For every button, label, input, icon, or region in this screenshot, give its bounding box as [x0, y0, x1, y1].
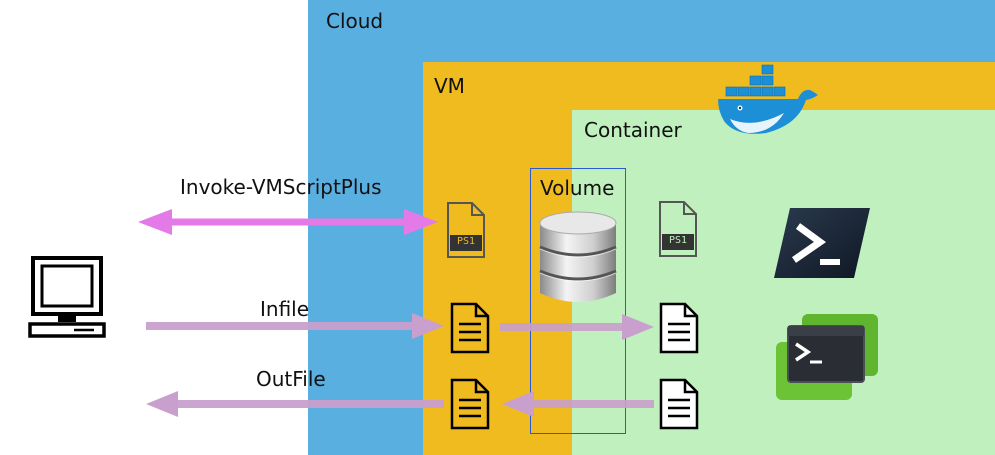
- vm-label: VM: [434, 74, 465, 98]
- ps1-document-icon: [659, 201, 697, 257]
- monitor-icon: [28, 256, 106, 338]
- docker-whale-icon: [718, 64, 818, 134]
- cloud-label: Cloud: [326, 9, 384, 33]
- powercli-icon: [776, 314, 878, 400]
- ps1-file-container: PS1: [658, 200, 698, 258]
- ps1-document-icon: [447, 202, 485, 258]
- ps1-tag: PS1: [668, 235, 688, 246]
- volume-box: [530, 168, 626, 434]
- powershell-icon: [774, 208, 870, 278]
- infile-label: Infile: [260, 297, 310, 321]
- outfile-label: OutFile: [256, 367, 326, 391]
- invoke-label: Invoke-VMScriptPlus: [180, 175, 382, 199]
- ps1-tag: PS1: [456, 236, 476, 247]
- outfile-document-icon-container: [659, 378, 699, 430]
- ps1-file-vm: PS1: [446, 201, 486, 259]
- database-icon: [539, 211, 617, 302]
- container-label: Container: [584, 118, 682, 142]
- volume-label: Volume: [540, 176, 615, 200]
- infile-document-icon-container: [659, 302, 699, 354]
- outfile-document-icon-vm: [450, 378, 490, 430]
- infile-document-icon-vm: [450, 302, 490, 354]
